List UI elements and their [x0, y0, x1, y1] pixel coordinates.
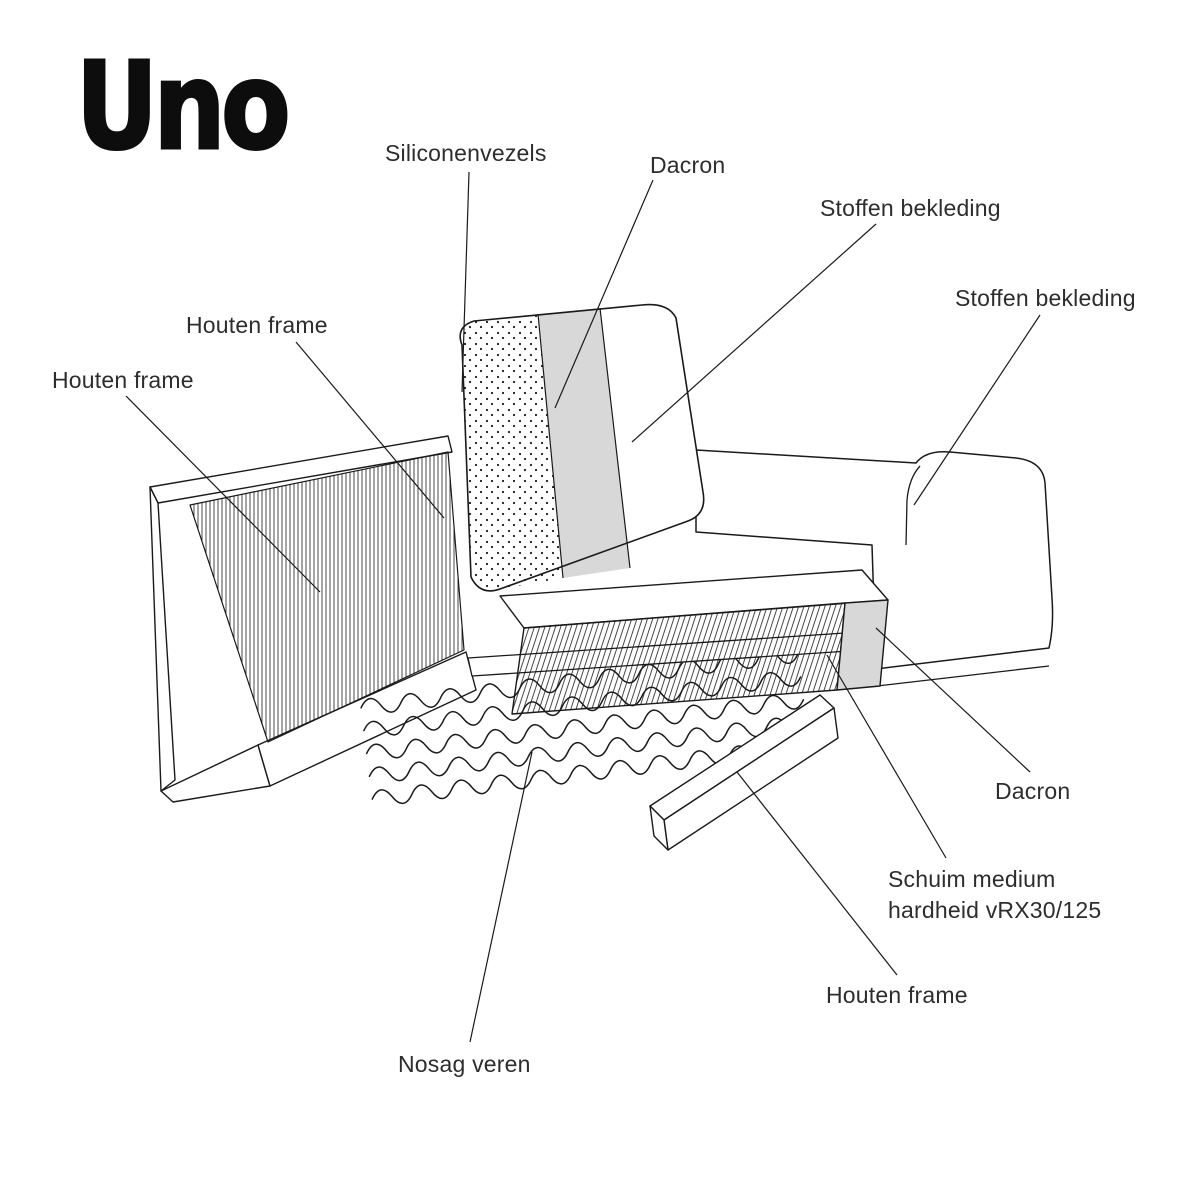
frame-corner-board — [160, 744, 271, 803]
leader-line-nosag — [469, 751, 533, 1043]
label-siliconenvezels: Siliconenvezels — [385, 140, 547, 166]
rail-end-cap — [649, 805, 669, 851]
armrest-inner-edge — [905, 465, 921, 546]
leader-line-schuim — [826, 654, 947, 859]
back-cushion-outline — [459, 303, 705, 592]
seat-cushion — [499, 569, 889, 715]
back-cushion — [459, 303, 705, 592]
label-stoffen-bekleding-right: Stoffen bekleding — [955, 285, 1136, 311]
siliconenvezels-fill — [460, 314, 563, 591]
label-houten-frame-left: Houten frame — [52, 367, 194, 393]
leader-line-houten-bottom — [736, 771, 898, 976]
frame-webbing-panel — [189, 451, 465, 743]
leader-line-stoffen-right — [913, 314, 1041, 506]
label-stoffen-bekleding-top: Stoffen bekleding — [820, 195, 1001, 221]
seat-dacron-band — [836, 599, 889, 691]
leader-line-houten-upper — [295, 341, 445, 519]
label-dacron-top: Dacron — [650, 152, 726, 178]
label-dacron-right: Dacron — [995, 778, 1071, 804]
leader-lines — [125, 171, 1041, 1043]
leader-line-stoffen-top — [631, 223, 877, 443]
label-schuim-medium: Schuim medium hardheid vRX30/125 — [888, 866, 1102, 924]
leader-line-houten-left — [125, 395, 321, 593]
leader-line-dacron-right — [875, 627, 1031, 773]
back-cushion-layer-lines — [537, 307, 631, 579]
leader-line-dacron-top — [554, 179, 654, 409]
back-dacron-band — [538, 308, 630, 578]
bottom-front-rail — [649, 694, 839, 851]
label-nosag-veren: Nosag veren — [398, 1051, 531, 1077]
leader-line-siliconenvezels — [461, 171, 470, 393]
label-houten-frame-bottom: Houten frame — [826, 982, 968, 1008]
body-bottom-lip — [875, 665, 1050, 687]
body-outline — [695, 449, 1054, 670]
frame-bottom-rail — [257, 651, 477, 787]
left-back-frame — [149, 435, 477, 803]
label-houten-frame-upper: Houten frame — [186, 312, 328, 338]
page-title: Uno — [75, 38, 292, 177]
frame-left-stile — [149, 486, 176, 792]
